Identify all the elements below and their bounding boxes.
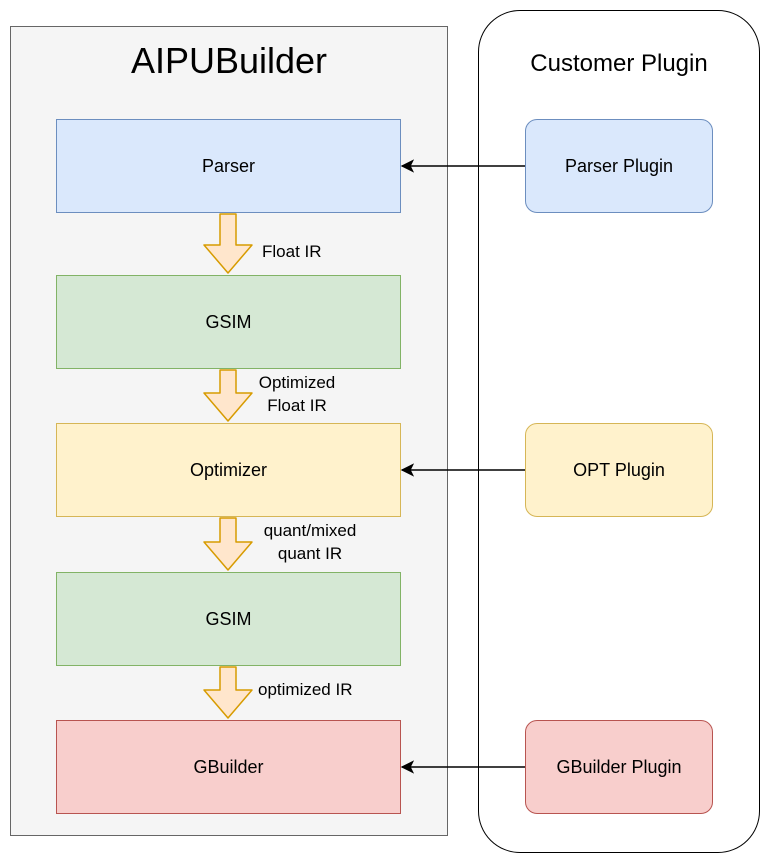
flow-arrow-2 [203, 369, 253, 422]
gsim-label-2: GSIM [205, 608, 252, 629]
flow-arrow-1 [203, 213, 253, 274]
gbuilder-plugin-box[interactable]: GBuilder Plugin [525, 720, 713, 814]
gsim-box-1[interactable]: GSIM [56, 275, 401, 369]
gbuilder-box[interactable]: GBuilder [56, 720, 401, 814]
customer-plugin-title: Customer Plugin [530, 50, 708, 77]
opt-plugin-label: OPT Plugin [573, 459, 665, 480]
optimized-float-ir-label: Optimized Float IR [247, 371, 347, 417]
optimizer-box[interactable]: Optimizer [56, 423, 401, 517]
gsim-label-1: GSIM [205, 311, 252, 332]
parser-box[interactable]: Parser [56, 119, 401, 213]
quant-ir-label: quant/mixed quant IR [250, 519, 370, 565]
optimized-float-ir-line-1: Optimized [258, 373, 336, 392]
gbuilder-plugin-label: GBuilder Plugin [556, 756, 682, 777]
optimizer-label: Optimizer [189, 459, 267, 480]
opt-plugin-box[interactable]: OPT Plugin [525, 423, 713, 517]
parser-label: Parser [201, 155, 255, 176]
quant-ir-line-2: quant IR [277, 544, 343, 563]
gsim-box-2[interactable]: GSIM [56, 572, 401, 666]
parser-plugin-label: Parser Plugin [564, 155, 674, 176]
float-ir-label: Float IR [262, 242, 322, 261]
optimized-float-ir-line-2: Float IR [267, 396, 327, 415]
parser-plugin-box[interactable]: Parser Plugin [525, 119, 713, 213]
flow-arrow-3 [203, 517, 253, 571]
quant-ir-line-1: quant/mixed [263, 521, 357, 540]
gbuilder-label: GBuilder [193, 756, 264, 777]
aipubuilder-title: AIPUBuilder [130, 40, 328, 81]
flow-arrow-4 [203, 666, 253, 719]
optimized-ir-label: optimized IR [258, 680, 353, 699]
